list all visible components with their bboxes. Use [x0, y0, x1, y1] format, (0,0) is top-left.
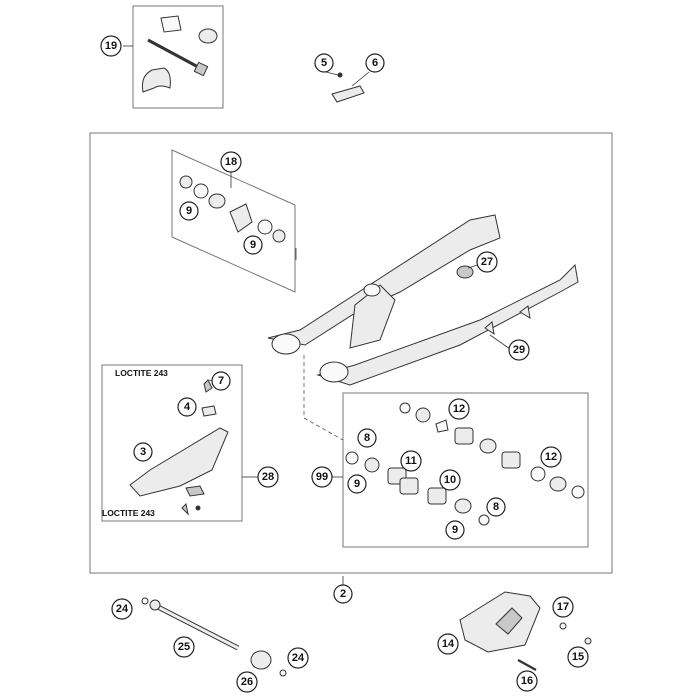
kit-19-parts [141, 15, 218, 93]
svg-text:99: 99 [316, 471, 328, 483]
callout-8-a: 8 [357, 428, 377, 448]
swingarm-axle-parts [141, 597, 287, 677]
svg-text:28: 28 [262, 471, 274, 483]
svg-text:16: 16 [521, 675, 533, 687]
callout-5: 5 [314, 53, 334, 73]
callout-25: 25 [173, 636, 195, 658]
svg-text:5: 5 [321, 57, 327, 69]
svg-text:10: 10 [444, 474, 456, 486]
chain-slider-parts [459, 591, 592, 671]
callout-6: 6 [365, 53, 385, 73]
svg-text:6: 6 [372, 57, 378, 69]
loctite-note-bottom: LOCTITE 243 [102, 508, 155, 518]
svg-text:25: 25 [178, 641, 190, 653]
callout-99: 99 [311, 466, 333, 488]
callout-9-a: 9 [179, 201, 199, 221]
svg-text:8: 8 [364, 432, 370, 444]
callout-12-b: 12 [540, 446, 562, 468]
svg-text:14: 14 [442, 638, 455, 650]
svg-text:26: 26 [241, 676, 253, 688]
callout-12-a: 12 [448, 398, 470, 420]
svg-text:24: 24 [292, 652, 305, 664]
svg-text:9: 9 [186, 205, 192, 217]
svg-text:9: 9 [250, 239, 256, 251]
svg-text:8: 8 [493, 501, 499, 513]
svg-text:4: 4 [184, 401, 191, 413]
svg-text:27: 27 [481, 256, 493, 268]
svg-text:24: 24 [116, 603, 129, 615]
callout-9-c: 9 [347, 474, 367, 494]
bracket-part [331, 72, 365, 103]
callout-8-b: 8 [486, 497, 506, 517]
bearing-kit-99-parts [345, 402, 585, 526]
svg-text:11: 11 [405, 455, 417, 467]
bearing-kit-18-parts [179, 175, 286, 243]
callout-28: 28 [257, 466, 279, 488]
callout-2: 2 [333, 584, 353, 604]
bearing-kit-18-box [171, 149, 296, 293]
callout-14: 14 [437, 633, 459, 655]
callout-26: 26 [236, 671, 258, 693]
svg-text:19: 19 [105, 40, 117, 52]
svg-text:9: 9 [354, 478, 360, 490]
callout-16: 16 [516, 670, 538, 692]
callout-29: 29 [508, 339, 530, 361]
callout-19: 19 [100, 35, 122, 57]
svg-text:7: 7 [218, 375, 224, 387]
callout-18: 18 [220, 151, 242, 173]
svg-text:29: 29 [513, 344, 525, 356]
swingarm-part [267, 214, 579, 386]
callout-4: 4 [177, 397, 197, 417]
chain-guide-28-box [101, 364, 243, 522]
callout-15: 15 [567, 646, 589, 668]
svg-text:15: 15 [572, 651, 584, 663]
svg-text:9: 9 [452, 524, 458, 536]
callout-17: 17 [552, 596, 574, 618]
callout-24-a: 24 [111, 598, 133, 620]
chain-guide-28-parts [129, 379, 229, 516]
svg-text:12: 12 [545, 451, 557, 463]
svg-text:2: 2 [340, 588, 346, 600]
callout-11: 11 [400, 450, 422, 472]
callout-3: 3 [133, 442, 153, 462]
svg-text:12: 12 [453, 403, 465, 415]
loctite-note-top: LOCTITE 243 [115, 368, 168, 378]
callout-9-d: 9 [445, 520, 465, 540]
callout-24-b: 24 [287, 647, 309, 669]
callout-10: 10 [439, 469, 461, 491]
bearing-kit-99-box [342, 392, 589, 548]
svg-text:18: 18 [225, 156, 237, 168]
callout-9-b: 9 [243, 235, 263, 255]
svg-text:17: 17 [557, 601, 569, 613]
callout-7: 7 [211, 371, 231, 391]
leader-lines [123, 45, 511, 586]
callout-27: 27 [476, 251, 498, 273]
kit-19-box [132, 5, 224, 109]
swingarm-2-box [89, 132, 613, 574]
svg-text:3: 3 [140, 446, 146, 458]
